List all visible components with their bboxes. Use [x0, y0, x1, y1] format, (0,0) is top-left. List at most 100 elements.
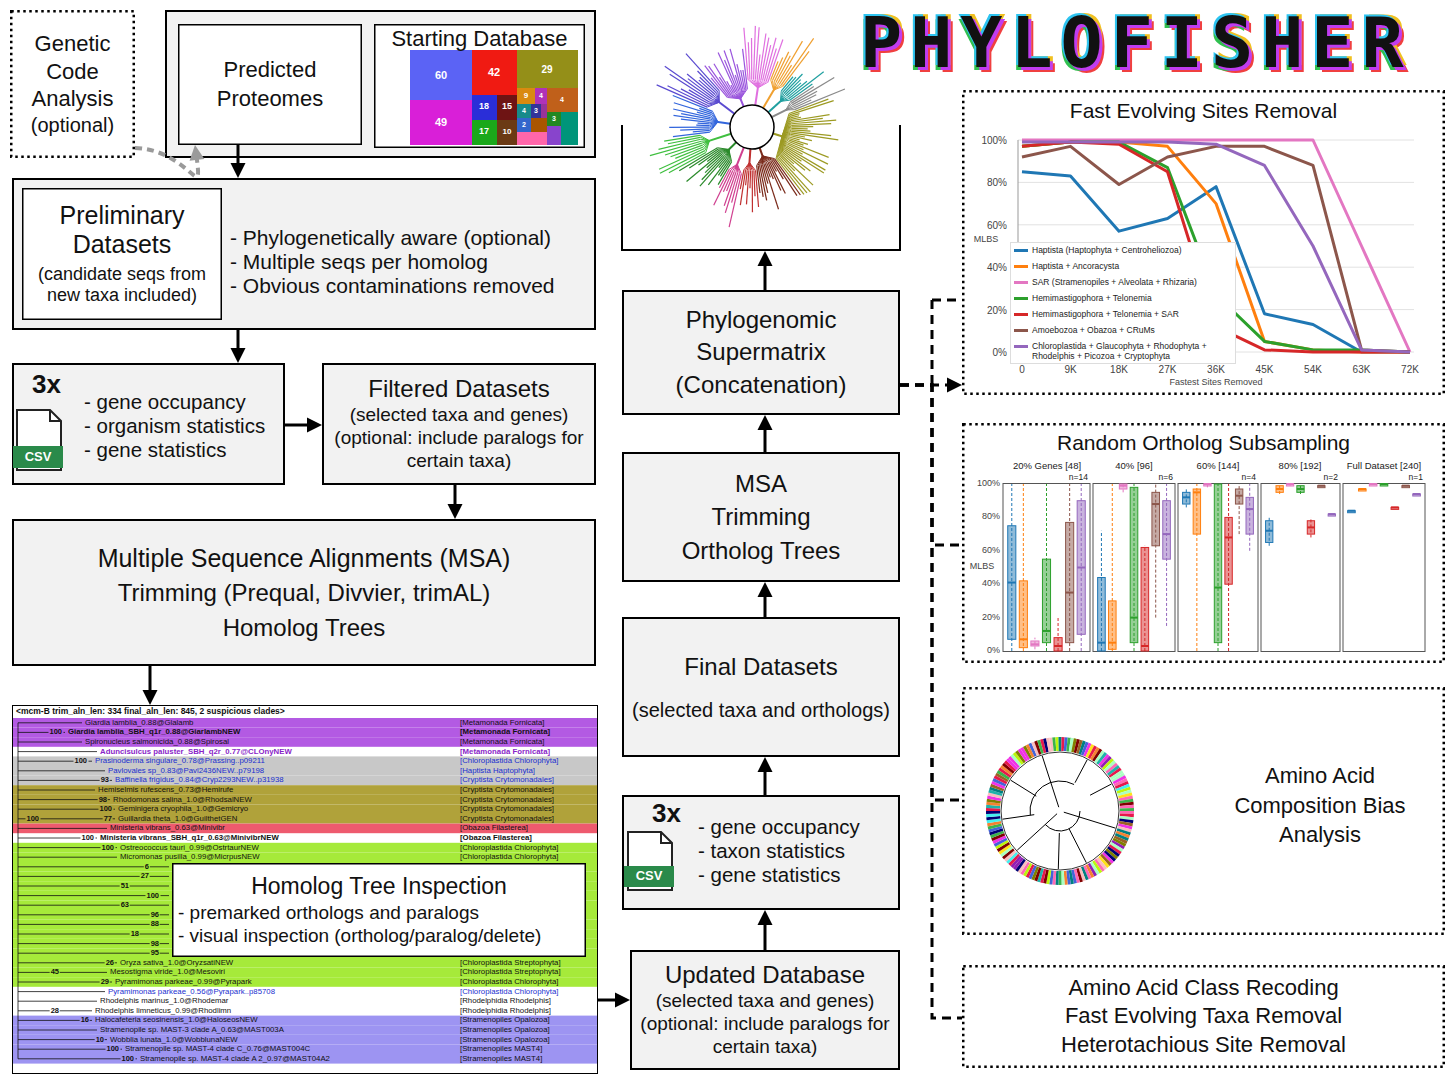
- bootstrap-value: 26: [105, 959, 115, 967]
- tree-branch: [719, 91, 720, 103]
- ring-segment: [1053, 737, 1056, 751]
- legend-text: Hemimastigophora + Telonemia: [1032, 293, 1152, 303]
- legend-swatch: [1014, 249, 1028, 252]
- ring-segment: [1024, 868, 1026, 869]
- bootstrap-value: 100: [25, 815, 40, 823]
- tree-root-circle: [730, 105, 774, 149]
- ring-segment: [986, 811, 1000, 814]
- box: [1054, 638, 1062, 651]
- ring-segment: [998, 836, 999, 839]
- database-box: Updated Database(selected taxa and genes…: [630, 950, 900, 1070]
- analysis-panel: Amino Acid Composition Bias Analysis: [962, 687, 1445, 935]
- clade-band: [13, 1054, 597, 1064]
- median: [1183, 496, 1190, 498]
- plot-frame: [1261, 484, 1340, 652]
- node-text: Ortholog Trees: [682, 534, 841, 568]
- tree-leaf-label: [Cryptista Crytomonadales]: [460, 815, 554, 824]
- bootstrap-value: 45: [50, 968, 60, 976]
- axis-label: n=6: [1159, 473, 1173, 482]
- median: [1369, 483, 1377, 485]
- ring-segment: [1056, 871, 1059, 885]
- clade-band: [13, 852, 597, 862]
- connector-line: [764, 769, 767, 795]
- axis-label: 80% [192]: [1279, 461, 1322, 471]
- axis-label: 40% [96]: [1115, 461, 1153, 471]
- median: [1119, 485, 1127, 487]
- box: [1108, 601, 1116, 649]
- tree-leaf-label: Pavlovales sp_0.83@Pavl2436NEW..p79198: [108, 767, 264, 776]
- ring-segment: [1103, 861, 1105, 863]
- ring-segment: [1017, 758, 1019, 760]
- ring-segment: [1105, 859, 1107, 861]
- treemap-count: 18: [479, 102, 489, 112]
- process-box: MSATrimmingOrtholog Trees: [622, 452, 900, 582]
- legend-swatch: [1014, 265, 1028, 268]
- connector: [598, 993, 630, 1008]
- treemap-cell: [472, 120, 497, 145]
- legend-text: Haptista + Ancoracysta: [1032, 261, 1119, 271]
- statistics-box-outline: [623, 796, 899, 909]
- tree-leaf-label: Mesostigma viride_1.0@Mesoviri: [110, 968, 225, 977]
- treemap-cell: [517, 88, 535, 104]
- node-text: - Multiple seqs per homolog: [230, 249, 488, 274]
- tree-leaf-label: [Chloroplastida Chlorophyta]: [460, 987, 558, 996]
- node-text: Genetic Code Analysis: [15, 30, 130, 113]
- tree-branch: [754, 80, 758, 88]
- tree-branch: [771, 80, 774, 90]
- axis-label: 0%: [987, 646, 1000, 656]
- ring-segment: [1114, 772, 1116, 774]
- tree-branch: [782, 121, 791, 137]
- ring-segment: [1029, 750, 1032, 751]
- tree-branch: [780, 100, 789, 101]
- clade-band: [13, 728, 597, 738]
- analysis-panel-outline: [963, 966, 1444, 1067]
- clade-band: [13, 737, 597, 747]
- tree-branch: [710, 122, 718, 132]
- median: [1204, 483, 1211, 485]
- tree-backbone: [18, 723, 19, 1059]
- tree-leaf-label: Ministeria vibrans_0.63@Minivibr: [110, 824, 225, 833]
- ring-segment: [1120, 838, 1121, 841]
- plot-frame: [1093, 484, 1175, 652]
- tree-branch: [782, 130, 791, 137]
- tree-leaf-label: Stramenopile sp. MAST-4 clade C_0.76@MAS…: [125, 1045, 310, 1054]
- tree-leaf-label: Rhodelphis marinus_1.0@Rhodemar: [100, 997, 228, 1006]
- tree-branch: [763, 156, 766, 164]
- ring-segment: [1094, 868, 1096, 869]
- ring-segment: [1116, 774, 1118, 776]
- axis-label: 18K: [1110, 364, 1128, 375]
- connector: [231, 145, 246, 178]
- tree-branch: [782, 134, 791, 136]
- axis-label: n=4: [1242, 473, 1256, 482]
- tree-leaf-label: Giardia lamblia_SBH_q1r_0.88@GiarlambNEW: [68, 728, 240, 737]
- tree-branch: [746, 171, 748, 205]
- ring-segment: [1011, 857, 1013, 859]
- tree-branch: [794, 89, 845, 110]
- tree-branch: [776, 136, 782, 158]
- ring-segment: [1059, 871, 1062, 885]
- optional-step-box: Genetic Code Analysis(optional): [10, 10, 135, 158]
- ring-segment: [1098, 864, 1100, 866]
- tree-branch: [744, 28, 748, 80]
- node-text: - gene occupancy: [698, 815, 860, 840]
- dataset-box-outline: [23, 189, 222, 320]
- node-text: - gene occupancy: [84, 390, 246, 415]
- tree-leaf-label: Hemiselmis rufescens_0.73@Hemirufe: [98, 786, 233, 795]
- connector: [758, 910, 773, 950]
- ring-segment: [1109, 855, 1111, 857]
- tree-branch: [755, 27, 759, 79]
- node-text: Multiple Sequence Alignments (MSA): [98, 540, 511, 576]
- clade-band: [13, 958, 597, 968]
- clade-band: [13, 1016, 597, 1026]
- treemap-cell: [472, 50, 517, 95]
- connector-line: [454, 485, 457, 507]
- tree-leaf-label: Rhodelphis limneticus_0.99@Rhodlimn: [95, 1007, 231, 1016]
- treemap-cell: [472, 95, 497, 120]
- treemap-count: 15: [502, 102, 512, 112]
- axis-label: 60% [144]: [1197, 461, 1240, 471]
- bootstrap-value: 100: [145, 891, 160, 899]
- tree-leaf-label: Aduncisulcus paluster_SBH_q2r_0.77@CLOny…: [100, 747, 292, 756]
- treemap-count: 10: [503, 128, 512, 137]
- tree-branch: [786, 109, 795, 110]
- process-box-outline: [13, 520, 595, 665]
